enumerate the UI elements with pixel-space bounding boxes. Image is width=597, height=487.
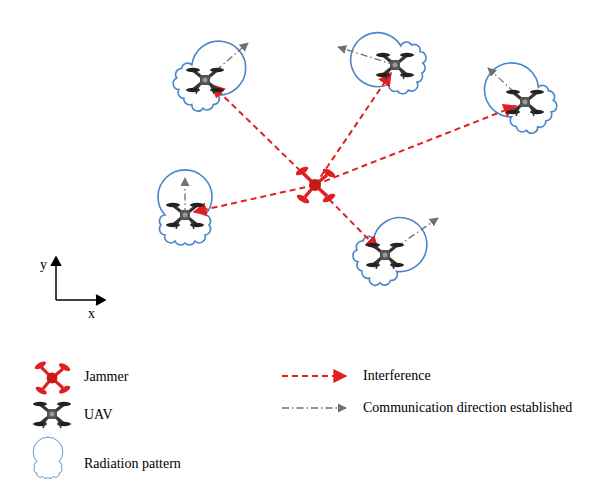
legend-text: Jammer bbox=[84, 369, 128, 385]
legend-communication bbox=[282, 407, 346, 408]
axis-label: x bbox=[88, 306, 95, 322]
jammer-icon bbox=[294, 165, 336, 205]
axis-label: y bbox=[40, 257, 47, 273]
uav-icon bbox=[166, 53, 544, 269]
legend-text: Communication direction established bbox=[363, 400, 572, 416]
communication-arrow bbox=[185, 43, 525, 255]
legend-interference bbox=[282, 375, 346, 377]
radiation-pattern bbox=[158, 26, 565, 294]
legend-jammer bbox=[33, 360, 71, 396]
legend-pattern bbox=[33, 437, 63, 478]
legend-text: Interference bbox=[363, 368, 431, 384]
legend-text: UAV bbox=[84, 407, 113, 423]
legend-text: Radiation pattern bbox=[84, 456, 181, 472]
interference-line bbox=[194, 73, 516, 249]
legend-uav bbox=[33, 402, 71, 428]
axes bbox=[51, 257, 105, 305]
